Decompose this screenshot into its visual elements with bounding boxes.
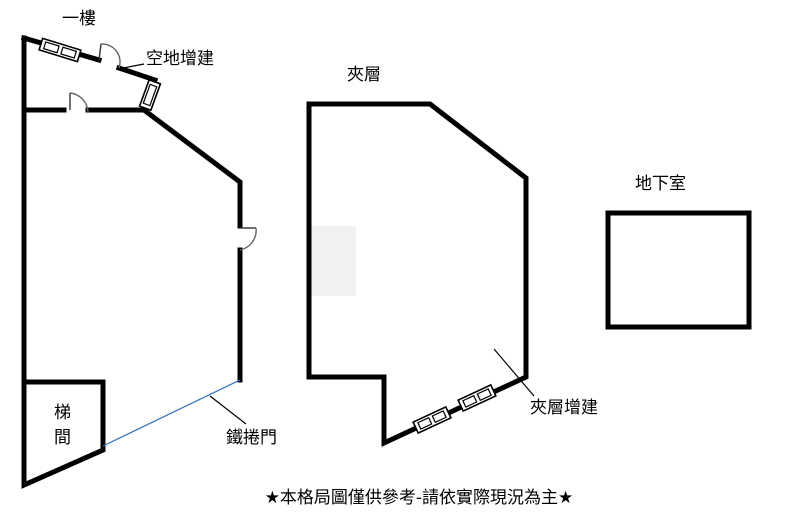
basement-outer-wall <box>605 210 752 330</box>
rolling-door-label: 鐵捲門 <box>226 428 277 448</box>
mezzanine-outer-wall <box>306 101 529 447</box>
open-space-door-swing-icon <box>100 43 121 69</box>
rolling-door-leader <box>209 395 247 425</box>
window-top-left-icon <box>38 37 82 63</box>
open-space-addition-leader <box>117 63 145 70</box>
rolling-door-line <box>102 379 241 447</box>
stair-label-line1: 梯 <box>54 403 71 423</box>
open-space-door-leaf <box>98 43 102 61</box>
basement-title: 地下室 <box>635 174 686 194</box>
right-wall-door-swing-icon <box>239 227 257 251</box>
disclaimer-footer: ★本格局圖僅供參考-請依實際現況為主★ <box>265 488 574 508</box>
stair-label-line2: 間 <box>54 428 71 448</box>
mezzanine-window-1-icon <box>412 405 452 435</box>
basement-plan: 地下室 <box>605 174 752 330</box>
watermark <box>308 226 356 296</box>
window-open-space-icon <box>138 78 162 112</box>
first-floor-partition-wall-2 <box>85 107 243 229</box>
partition-door-swing-icon <box>69 92 89 113</box>
first-floor-outer-wall <box>21 35 106 489</box>
mezzanine-title: 夾層 <box>347 65 381 85</box>
mezzanine-addition-label: 夾層增建 <box>530 398 598 418</box>
first-floor-plan: 一樓 空地增建 梯 間 鐵捲門 <box>20 9 277 489</box>
mezzanine-window-2-icon <box>457 383 497 413</box>
open-space-addition-label: 空地增建 <box>146 49 214 69</box>
mezzanine-addition-leader <box>493 348 535 397</box>
first-floor-title: 一樓 <box>62 9 96 29</box>
mezzanine-plan: 夾層 夾層增建 <box>306 65 598 447</box>
